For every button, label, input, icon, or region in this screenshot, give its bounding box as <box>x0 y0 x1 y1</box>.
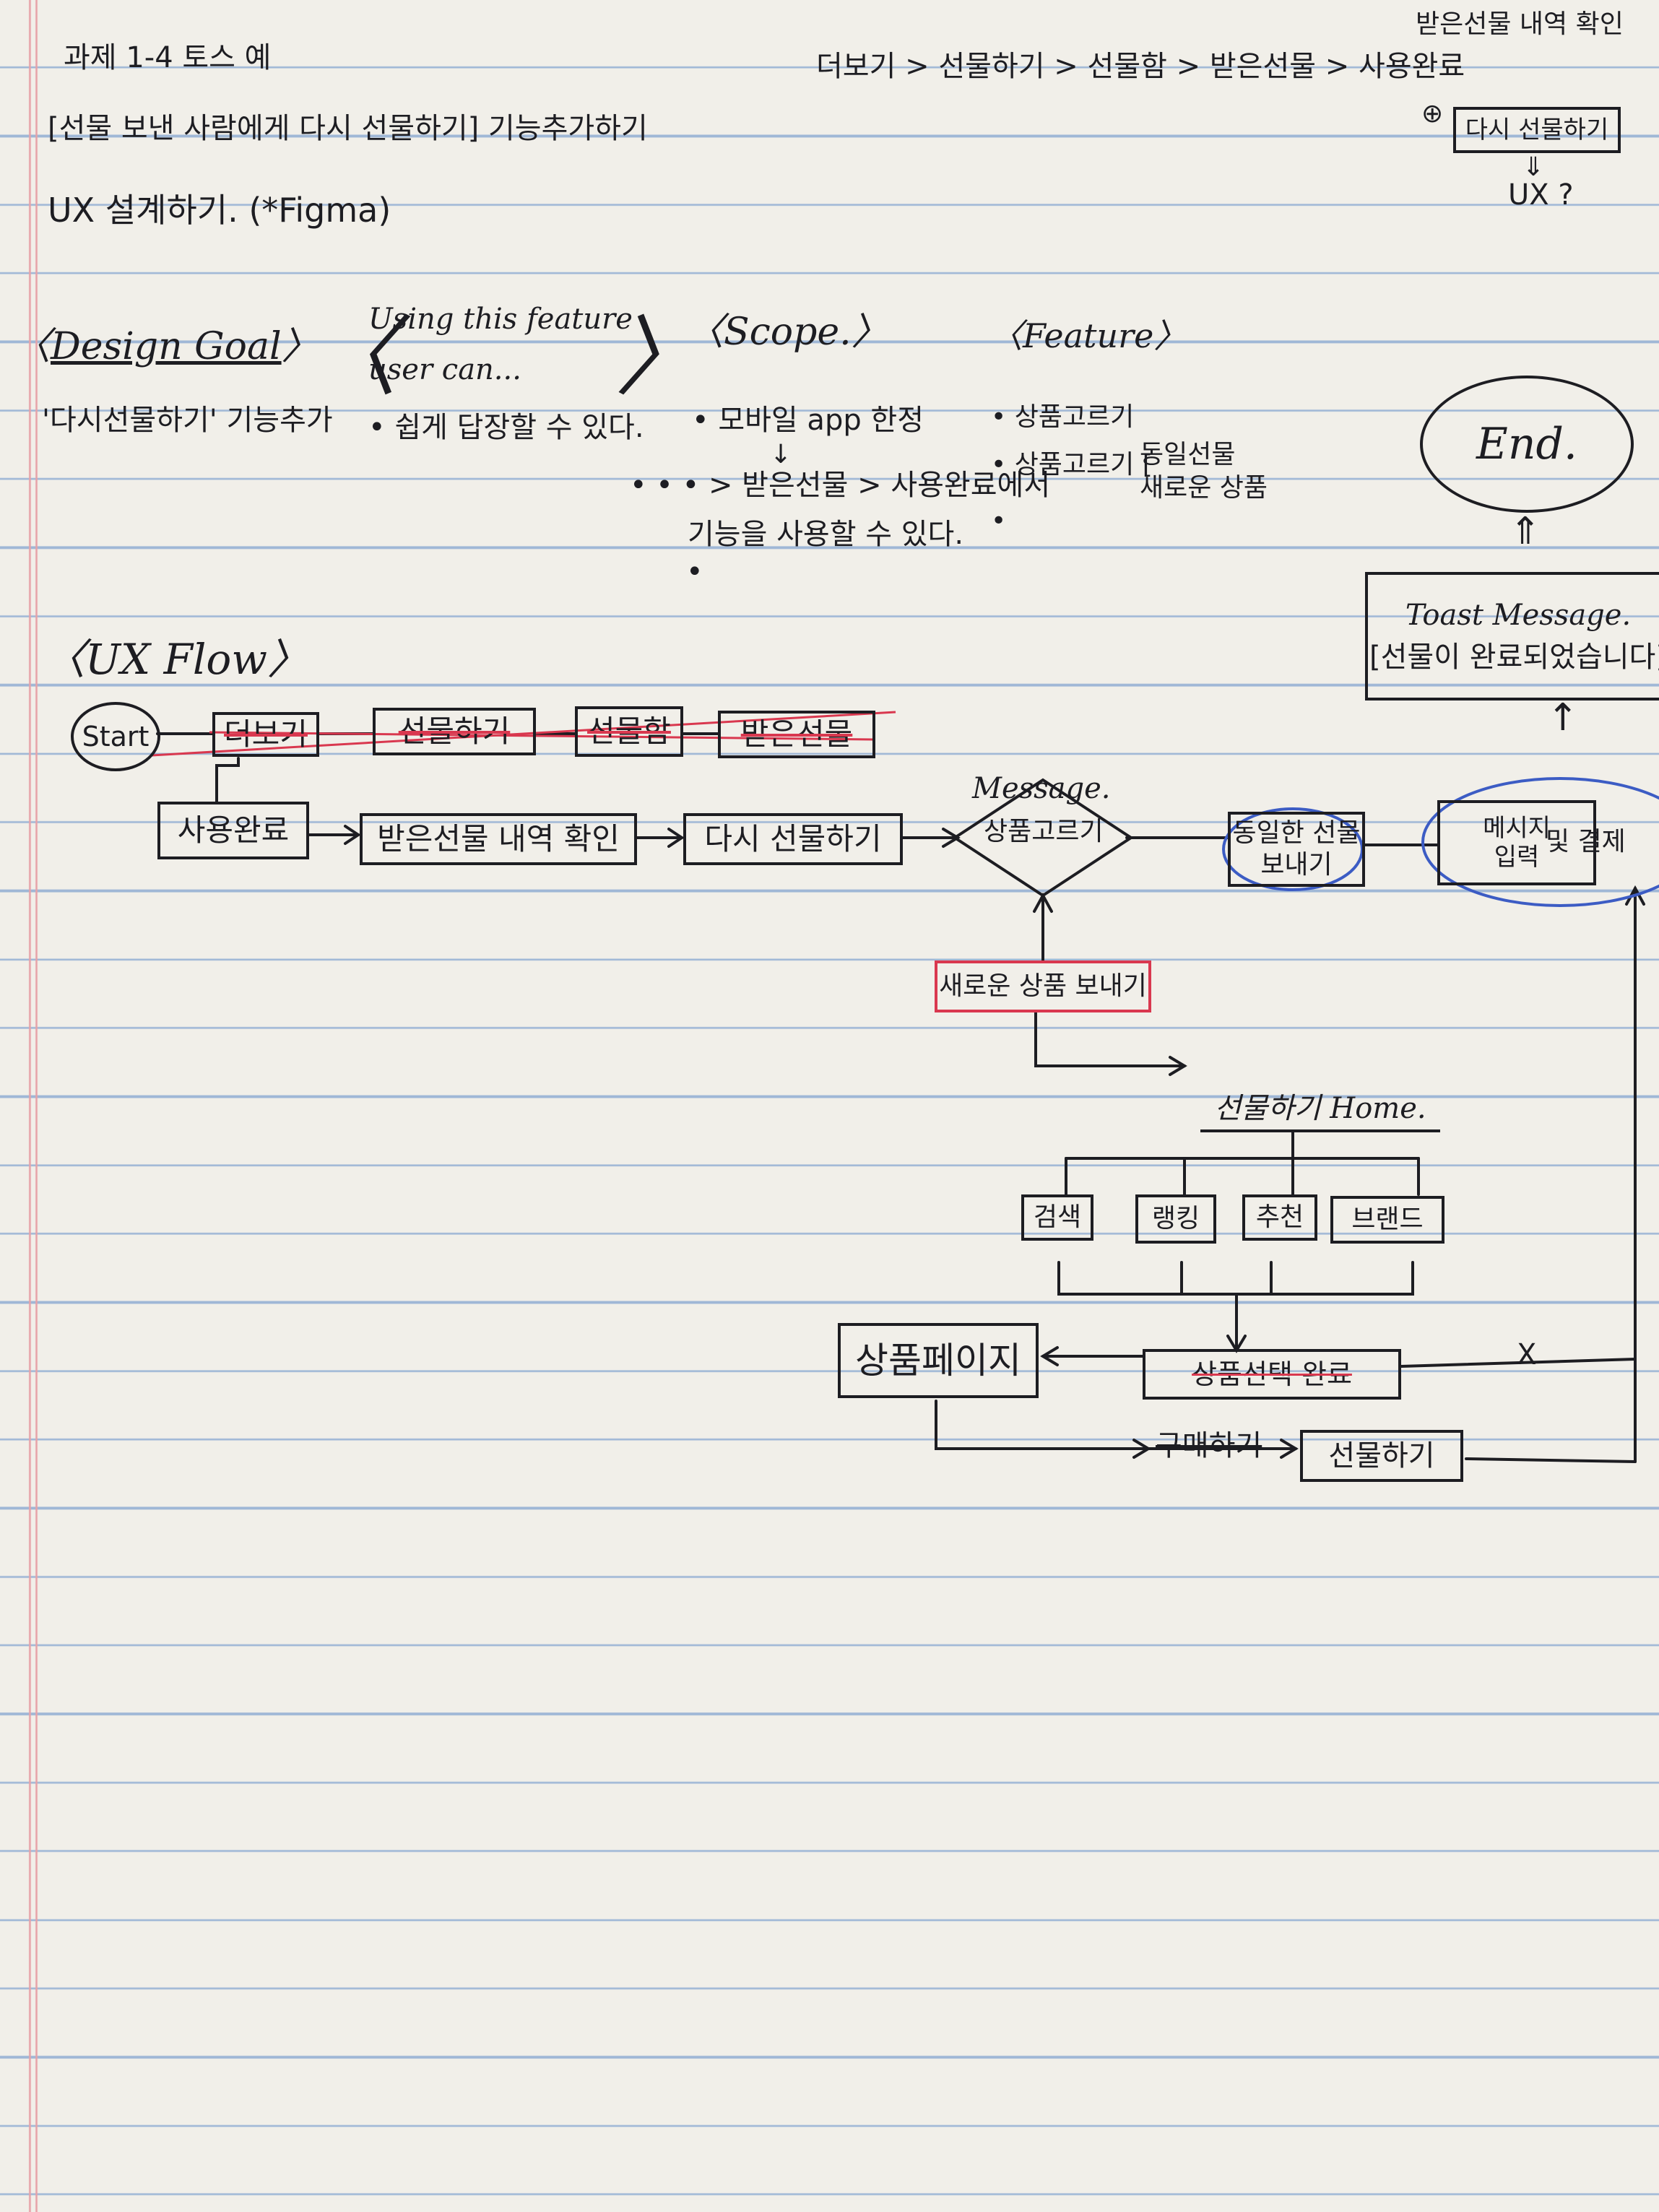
assignment-title: 과제 1-4 토스 예 <box>64 41 272 74</box>
cross-mark: X <box>1517 1338 1537 1371</box>
decision-pick-label: 상품고르기 <box>984 817 1104 846</box>
feature-item: • 상품고르기 [ <box>991 450 1153 480</box>
feature-subitem: 새로운 상품 <box>1140 473 1268 503</box>
design-goal-heading: 〈Design Goal〉 <box>13 325 319 368</box>
flow-node-message: 메시지 입력 <box>1437 800 1596 885</box>
flow-node-gift-home: 선물하기 Home. <box>1200 1088 1440 1132</box>
breadcrumb-item: 받은선물 <box>1209 50 1317 83</box>
flow-node-giftbox: 선물함 <box>575 706 683 757</box>
flow-node-regift: 다시 선물하기 <box>683 813 903 865</box>
flow-node-new-gift: 새로운 상품 보내기 <box>935 960 1151 1012</box>
feature-bullet: • <box>991 506 1007 536</box>
toast-message-box: Toast Message. [선물이 완료되었습니다] <box>1365 572 1659 701</box>
scope-item: 기능을 사용할 수 있다. <box>688 518 964 551</box>
feature-subitem: 동일선물 <box>1140 440 1236 469</box>
flow-node-gift: 선물하기 <box>373 708 536 755</box>
start-node: Start <box>71 702 160 771</box>
flow-node-more: 더보기 <box>212 712 319 757</box>
ux-note: UX ? <box>1508 178 1574 212</box>
feature-item: • 상품고르기 <box>991 402 1135 432</box>
category-brand: 브랜드 <box>1330 1196 1444 1244</box>
down-arrow-icon: ↓ <box>770 440 792 469</box>
scope-bullet: • <box>686 555 703 589</box>
up-double-arrow-icon: ⇑ <box>1509 510 1541 553</box>
flow-node-send-gift: 선물하기 <box>1300 1430 1463 1482</box>
feature-heading: 〈Feature〉 <box>989 316 1187 355</box>
subtitle: UX 설계하기. (*Figma) <box>48 191 391 230</box>
flow-node-history: 받은선물 내역 확인 <box>360 813 637 865</box>
using-heading-line1: Using this feature <box>368 303 633 336</box>
breadcrumb-item: 사용완료 <box>1359 50 1465 83</box>
message-node-suffix: 및 결제 <box>1546 827 1626 856</box>
breadcrumb-item: 선물하기 <box>938 50 1045 83</box>
using-bracket-close-icon: 〉 <box>615 308 702 408</box>
breadcrumb-item: 더보기 <box>816 50 896 83</box>
using-bracket-open-icon: 〈 <box>311 308 397 408</box>
toast-title: Toast Message. <box>1405 599 1632 632</box>
task-title: [선물 보낸 사람에게 다시 선물하기] 기능추가하기 <box>48 112 648 145</box>
using-heading-line2: user can... <box>368 353 521 386</box>
flow-node-used: 사용완료 <box>157 802 309 859</box>
scope-item: • • • > 받은선물 > 사용완료에서 <box>630 469 1051 502</box>
down-arrow-icon: ⇓ <box>1522 152 1545 182</box>
flow-node-same-gift: 동일한 선물 보내기 <box>1228 812 1365 887</box>
end-node: End. <box>1420 376 1634 513</box>
plus-icon: ⊕ <box>1421 99 1444 129</box>
flow-node-select-done: 상품선택 완료 <box>1143 1349 1401 1400</box>
ux-flow-heading: 〈UX Flow〉 <box>43 635 309 684</box>
decision-message-label: Message. <box>972 772 1111 805</box>
flow-node-product-page: 상품페이지 <box>838 1323 1039 1398</box>
design-goal-item: '다시선물하기' 기능추가 <box>42 404 333 437</box>
toast-body: [선물이 완료되었습니다] <box>1369 641 1659 674</box>
scope-item: • 모바일 app 한정 <box>692 404 924 437</box>
add-regift-box: 다시 선물하기 <box>1453 107 1621 153</box>
category-ranking: 랭킹 <box>1135 1194 1216 1244</box>
using-item: • 쉽게 답장할 수 있다. <box>368 411 644 444</box>
category-search: 검색 <box>1021 1194 1093 1241</box>
up-arrow-icon: ↑ <box>1547 696 1579 739</box>
purchase-label: 구매하기 <box>1156 1429 1262 1462</box>
breadcrumb-item: 선물함 <box>1087 50 1167 83</box>
flow-node-received: 받은선물 <box>718 711 875 758</box>
category-recommend: 추천 <box>1242 1194 1317 1241</box>
breadcrumb-note: 받은선물 내역 확인 <box>1416 9 1624 39</box>
breadcrumb: 더보기 > 선물하기 > 선물함 > 받은선물 > 사용완료 <box>816 50 1465 83</box>
scope-heading: 〈Scope.〉 <box>686 311 889 354</box>
